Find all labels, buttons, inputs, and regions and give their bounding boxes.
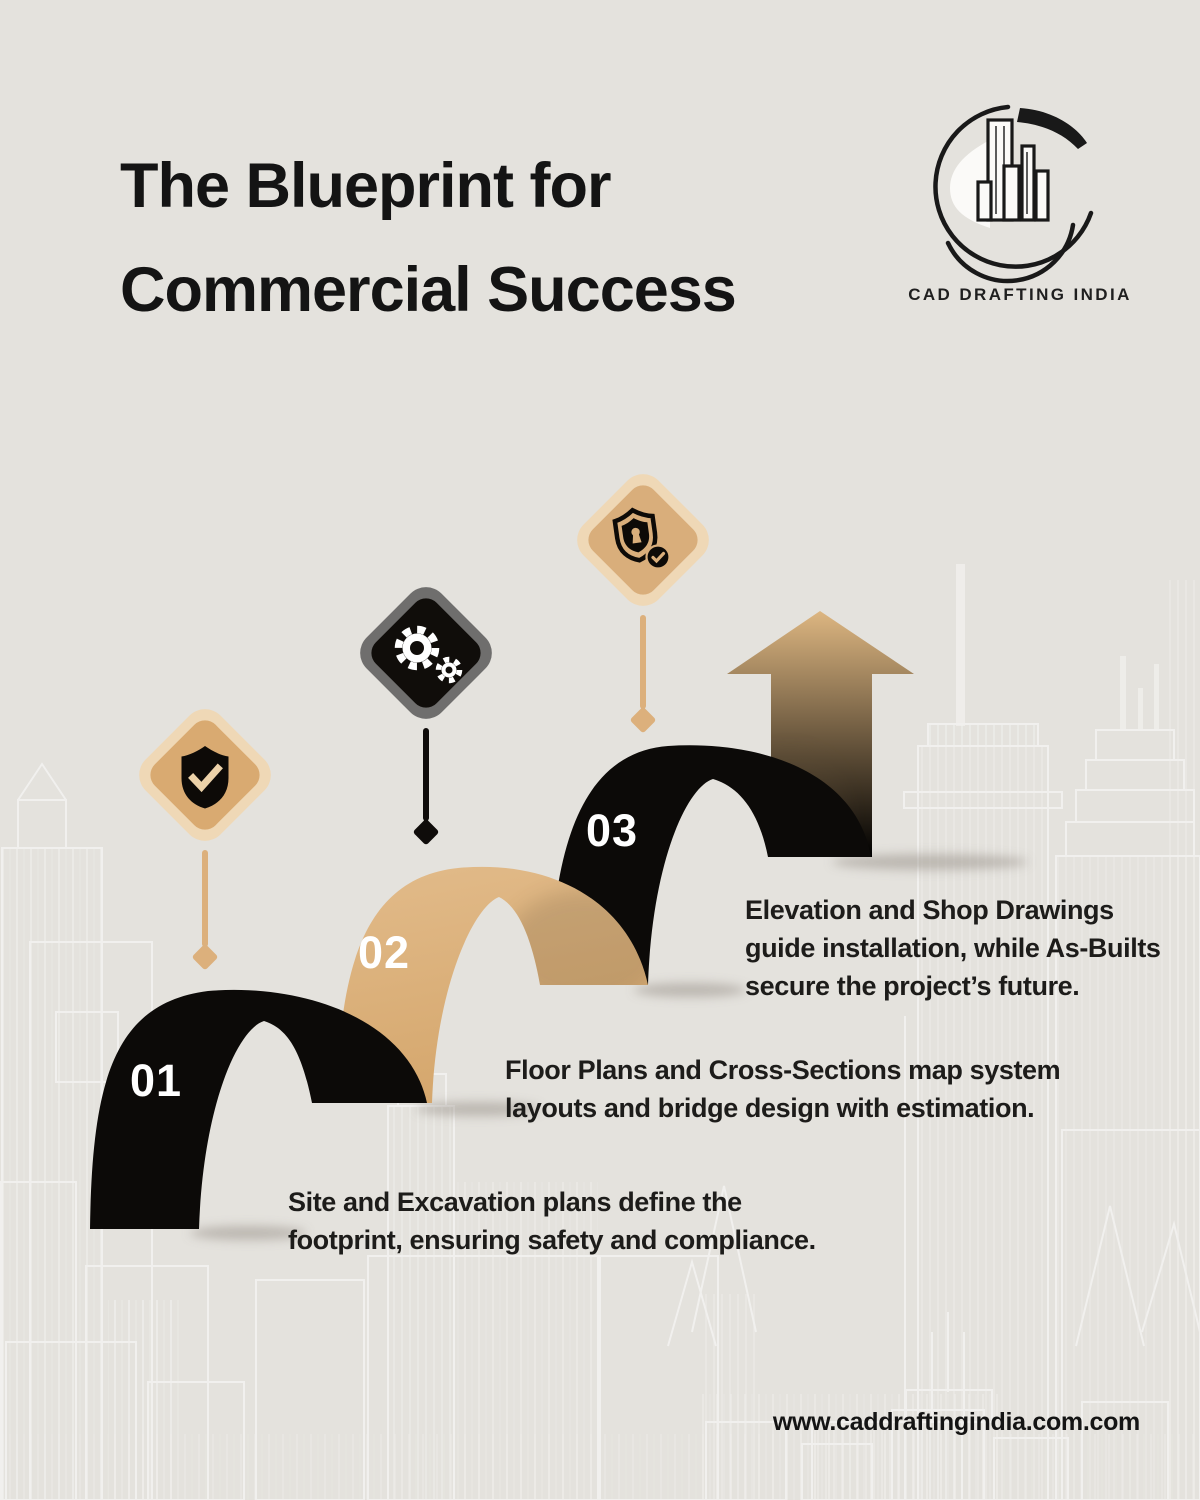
arch-step-3 [550,745,871,985]
logo [925,98,1115,308]
stem-end-diamond [630,707,656,733]
roof-outline [691,1185,757,1333]
roof-outline [1141,1220,1200,1333]
stem-end-diamond [413,819,439,845]
step-3-line-2: guide installation, while As-Builts [745,933,1161,963]
check-circle-icon [645,544,671,570]
step-3-description: Elevation and Shop Drawings guide instal… [745,891,1161,1005]
page-title: The Blueprint for Commercial Success [120,134,737,342]
stem-step-1 [192,850,218,970]
city-skyline [0,564,1200,1500]
step-1-line-1: Site and Excavation plans define the [288,1187,742,1217]
step-1-description: Site and Excavation plans define the foo… [288,1183,816,1259]
step-3-number: 03 [586,805,639,856]
logo-wordmark: CAD DRAFTING INDIA [908,285,1132,304]
step-2-line-1: Floor Plans and Cross-Sections map syste… [505,1055,1061,1085]
stem-step-2 [413,728,439,845]
step-2-number: 02 [358,927,411,978]
logo-mark-icon [933,104,1094,284]
logo-buildings-icon [976,118,1050,222]
diamond-badge-1 [139,709,271,841]
roof-outline [1075,1205,1145,1347]
logo-swoosh [1017,108,1087,149]
diamond-badge-3 [577,474,709,606]
step-2-description: Floor Plans and Cross-Sections map syste… [505,1051,1061,1127]
skyline-right [903,564,1200,1500]
footer: www.caddraftingindia.com.com [640,1408,1140,1437]
shield-check-icon [181,746,229,809]
skyline-bottom [0,1394,1200,1500]
gears-icon [394,625,463,684]
website-link[interactable]: www.caddraftingindia.com.com [772,1408,1140,1436]
arch-step-1 [90,989,427,1229]
stem-step-3 [630,615,656,733]
diamond-badge-2 [360,587,492,719]
stem-end-diamond [192,944,218,970]
step-3-line-3: secure the project’s future. [745,971,1080,1001]
step-1-line-2: footprint, ensuring safety and complianc… [288,1225,816,1255]
floor-shadows [190,854,1028,1240]
marker-stems [192,615,656,970]
security-shield-icon [612,507,671,570]
title-line-1: The Blueprint for [120,151,611,221]
title-line-2: Commercial Success [120,255,737,325]
building-spire [17,762,67,801]
step-3-line-1: Elevation and Shop Drawings [745,895,1114,925]
step-2-line-2: layouts and bridge design with estimatio… [505,1093,1035,1123]
step-1-number: 01 [130,1055,183,1106]
